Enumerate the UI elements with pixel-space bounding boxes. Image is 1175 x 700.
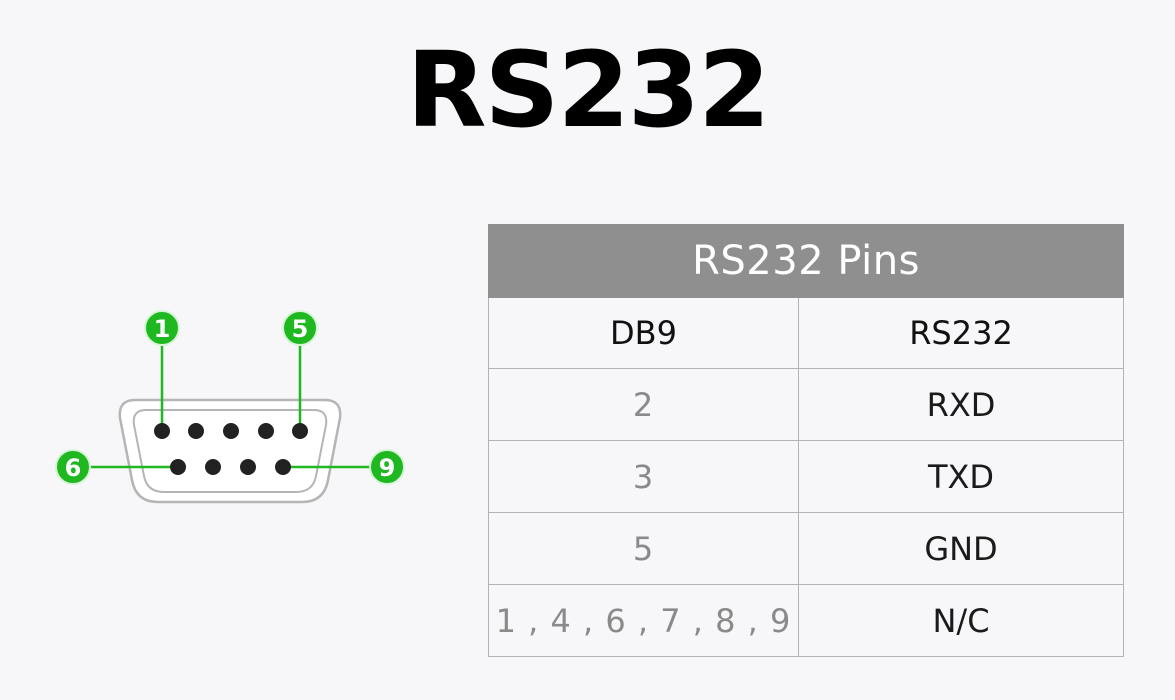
callout-badge-9: 9 — [369, 449, 405, 485]
callout-badge-1: 1 — [144, 310, 180, 346]
db9-pin-cell: 2 — [488, 368, 799, 441]
signal-cell: TXD — [797, 440, 1125, 513]
pin-7 — [205, 459, 221, 475]
callout-badge-6: 6 — [55, 449, 91, 485]
table-row: 5 GND — [488, 512, 1125, 585]
pin-9 — [275, 459, 291, 475]
table-row: 2 RXD — [488, 368, 1125, 441]
callout-label-5: 5 — [292, 315, 309, 343]
db9-pin-cell: 3 — [488, 440, 799, 513]
pin-table-title-row: RS232 Pins — [487, 224, 1125, 298]
pin-2 — [188, 423, 204, 439]
signal-cell: RXD — [797, 368, 1125, 441]
callout-label-1: 1 — [154, 315, 171, 343]
callout-label-9: 9 — [379, 454, 396, 482]
pin-8 — [240, 459, 256, 475]
signal-cell: N/C — [797, 584, 1125, 657]
column-header-rs232: RS232 — [797, 297, 1125, 369]
db9-connector-diagram: 1 5 6 9 — [55, 310, 405, 504]
page-title: RS232 — [406, 29, 770, 151]
pin-4 — [258, 423, 274, 439]
pin-1 — [154, 423, 170, 439]
pin-5 — [292, 423, 308, 439]
callout-label-6: 6 — [65, 454, 82, 482]
pin-6 — [170, 459, 186, 475]
db9-pin-cell: 5 — [488, 512, 799, 585]
pin-table-title: RS232 Pins — [487, 224, 1125, 298]
signal-cell: GND — [797, 512, 1125, 585]
table-row: 1 , 4 , 6 , 7 , 8 , 9 N/C — [488, 584, 1125, 657]
db9-pin-cell: 1 , 4 , 6 , 7 , 8 , 9 — [488, 584, 799, 657]
callout-badge-5: 5 — [282, 310, 318, 346]
table-row: 3 TXD — [488, 440, 1125, 513]
pin-table-header-row: DB9 RS232 — [488, 297, 1125, 369]
pin-table: RS232 Pins DB9 RS232 2 RXD 3 TXD 5 GND 1… — [487, 224, 1125, 657]
column-header-db9: DB9 — [488, 297, 799, 369]
pin-3 — [223, 423, 239, 439]
